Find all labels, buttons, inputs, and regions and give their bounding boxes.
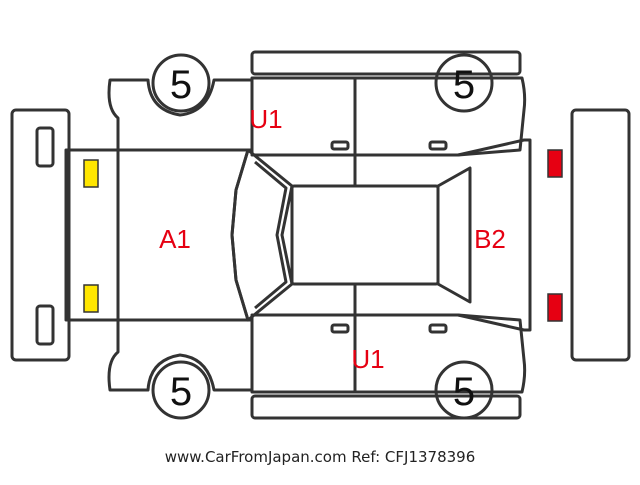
- front-bumper-slot-bottom: [35, 304, 55, 346]
- top-handle-2: [428, 140, 448, 151]
- tire-front-right-circle: [434, 53, 494, 113]
- damage-hood: A1: [159, 224, 191, 254]
- front-bumper: [10, 108, 71, 362]
- bottom-doors: [250, 313, 527, 394]
- rear-bumper: [570, 108, 631, 362]
- top-doors: [250, 76, 527, 157]
- damage-left-doors: U1: [249, 104, 282, 134]
- tire-rear-right-depth: 5: [453, 370, 475, 414]
- bottom-step: [250, 394, 522, 420]
- tire-front-left-circle: [151, 53, 211, 113]
- footer-url: www.CarFromJapan.com: [164, 448, 347, 466]
- tire-rear-left-circle: [151, 360, 211, 420]
- front-bumper-slot-top: [35, 126, 55, 168]
- red-marker-top: [547, 149, 563, 178]
- tire-rear-right-circle: [434, 360, 494, 420]
- bottom-handle-1: [330, 323, 350, 334]
- damage-right-doors: U1: [351, 344, 384, 374]
- tire-front-right-depth: 5: [453, 63, 475, 107]
- top-step: [250, 50, 522, 76]
- red-marker-bottom: [547, 293, 563, 322]
- yellow-marker-bottom: [83, 284, 99, 313]
- top-handle-1: [330, 140, 350, 151]
- yellow-marker-top: [83, 159, 99, 188]
- roof: [290, 184, 440, 286]
- windshield: [230, 148, 294, 322]
- tire-front-left-depth: 5: [170, 63, 192, 107]
- windshield-inner: [254, 160, 288, 310]
- footer: www.CarFromJapan.com Ref: CFJ1378396: [0, 448, 640, 466]
- rear-window: [436, 166, 472, 304]
- bottom-handle-2: [428, 323, 448, 334]
- tires: [151, 53, 494, 420]
- bottom-front-fender: [107, 318, 254, 392]
- footer-ref: Ref: CFJ1378396: [351, 448, 476, 466]
- top-front-fender: [107, 78, 254, 152]
- damage-rear: B2: [474, 224, 506, 254]
- tire-rear-left-depth: 5: [170, 370, 192, 414]
